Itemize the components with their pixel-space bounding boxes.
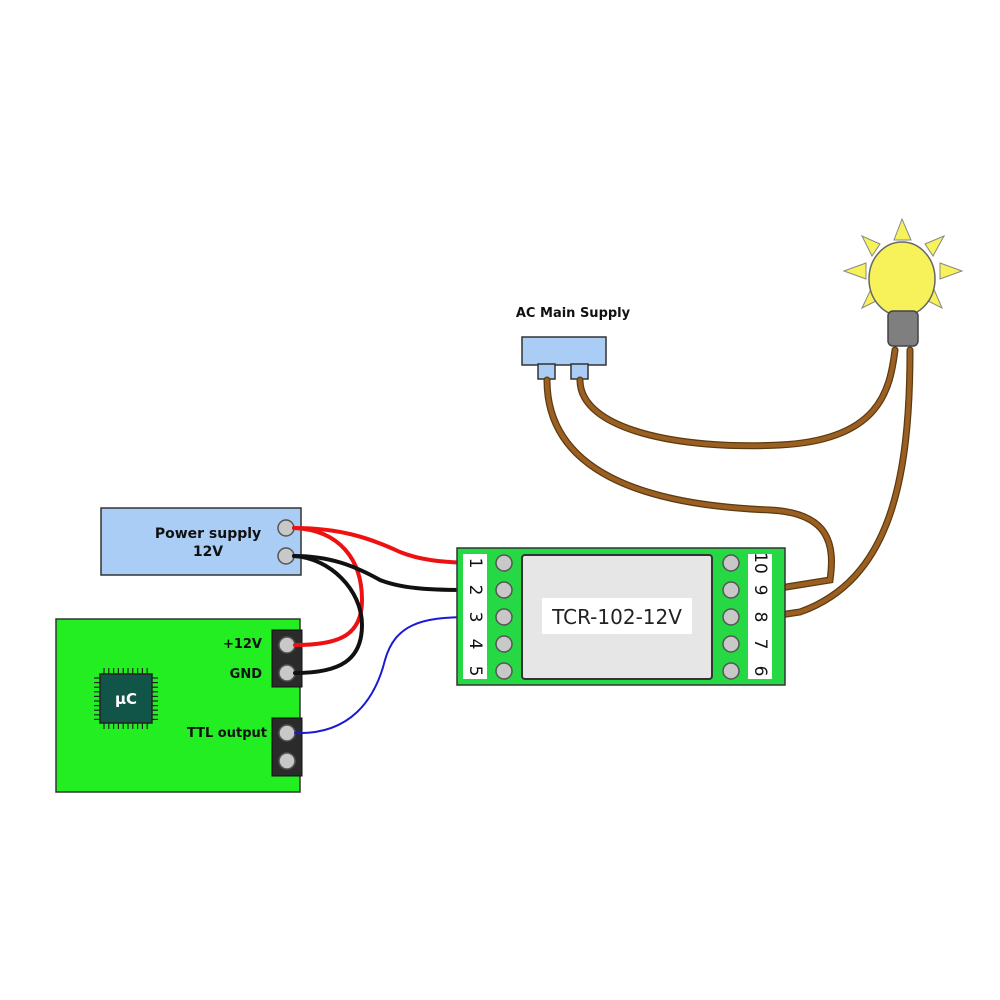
- power-supply-terminal-positive: [277, 519, 295, 537]
- relay-pin-label-left: 1: [465, 558, 485, 569]
- black-wire-psu-to-relay-pin2: [292, 554, 472, 592]
- relay-terminal-left: [495, 662, 513, 680]
- ttl-output-label: TTL output: [187, 726, 267, 741]
- ac-wires: [543, 346, 914, 619]
- ttl-output-terminal: [278, 724, 296, 742]
- relay-terminal-left: [495, 608, 513, 626]
- chip-label: µC: [115, 690, 137, 708]
- relay-module: TCR-102-12V 1 2 3 4 5 10 9 8 7 6: [456, 547, 786, 686]
- power-supply: Power supply 12V: [100, 507, 302, 576]
- right-pin-labels: 10 9 8 7 6: [750, 552, 770, 676]
- relay-pin-label-right: 7: [750, 639, 770, 650]
- relay-pin-label-right: 9: [750, 585, 770, 596]
- relay-name-plate: [542, 598, 692, 634]
- red-wire-psu-to-relay-pin1: [292, 526, 472, 565]
- bulb-socket: [887, 310, 919, 347]
- ttl-spare-terminal: [278, 752, 296, 770]
- right-pin-label-strip: [748, 554, 772, 679]
- bulb-ray: [893, 217, 912, 241]
- relay-pin-label-right: 10: [750, 552, 770, 574]
- relay-terminal-left: [495, 581, 513, 599]
- gnd-terminal: [278, 664, 296, 682]
- relay-pin-label-left: 2: [465, 585, 485, 596]
- relay-pin-label-left: 4: [465, 639, 485, 650]
- relay-pin-label-right: 8: [750, 612, 770, 623]
- ac-wire-to-relay: [544, 377, 834, 591]
- left-terminals: [495, 554, 513, 680]
- bulb-ray: [924, 234, 946, 257]
- relay-terminal-right: [722, 554, 740, 572]
- relay-terminal-right: [722, 581, 740, 599]
- chip-pins: [94, 668, 158, 729]
- controller-board: [55, 618, 301, 793]
- relay-terminal-left: [495, 554, 513, 572]
- relay-pin-label-left: 3: [465, 612, 485, 623]
- black-wire-psu-to-board: [292, 554, 365, 675]
- gnd-label: GND: [230, 667, 263, 682]
- plus12v-label: +12V: [223, 637, 262, 652]
- microcontroller-chip: [99, 673, 153, 724]
- plus12v-terminal: [278, 636, 296, 654]
- left-pin-label-strip: [463, 554, 487, 679]
- power-supply-box: [100, 507, 302, 576]
- bulb-wire-to-relay: [777, 347, 913, 618]
- relay-terminal-left: [495, 635, 513, 653]
- blue-wire-ttl-to-relay-pin3: [294, 616, 471, 735]
- relay-pin-label-right: 6: [750, 666, 770, 677]
- ac-supply-label: AC Main Supply: [516, 306, 631, 321]
- relay-pin-label-left: 5: [465, 666, 485, 677]
- power-supply-terminal-negative: [277, 547, 295, 565]
- relay-terminal-right: [722, 635, 740, 653]
- bulb-wire-outline: [776, 346, 914, 619]
- relay-terminal-right: [722, 608, 740, 626]
- relay-name: TCR-102-12V: [551, 605, 682, 629]
- power-supply-voltage: 12V: [193, 544, 223, 560]
- light-bulb: [842, 217, 964, 347]
- power-supply-label: Power supply: [155, 526, 261, 542]
- signal-wires: [292, 526, 472, 735]
- bulb-ray: [842, 262, 867, 280]
- ac-plug-body: [521, 336, 607, 366]
- ac-main-supply: AC Main Supply: [516, 306, 631, 380]
- right-terminals: [722, 554, 740, 680]
- microcontroller-board: µC +12V GND TTL output: [55, 618, 303, 793]
- bulb-rays: [842, 217, 964, 310]
- left-pin-labels: 1 2 3 4 5: [465, 558, 485, 677]
- bulb-ray: [860, 234, 881, 257]
- red-wire-psu-to-board: [292, 526, 365, 647]
- relay-terminal-right: [722, 662, 740, 680]
- bulb-ray: [939, 262, 964, 280]
- bulb-glass: [868, 241, 936, 317]
- ac-wire-to-bulb: [577, 347, 898, 448]
